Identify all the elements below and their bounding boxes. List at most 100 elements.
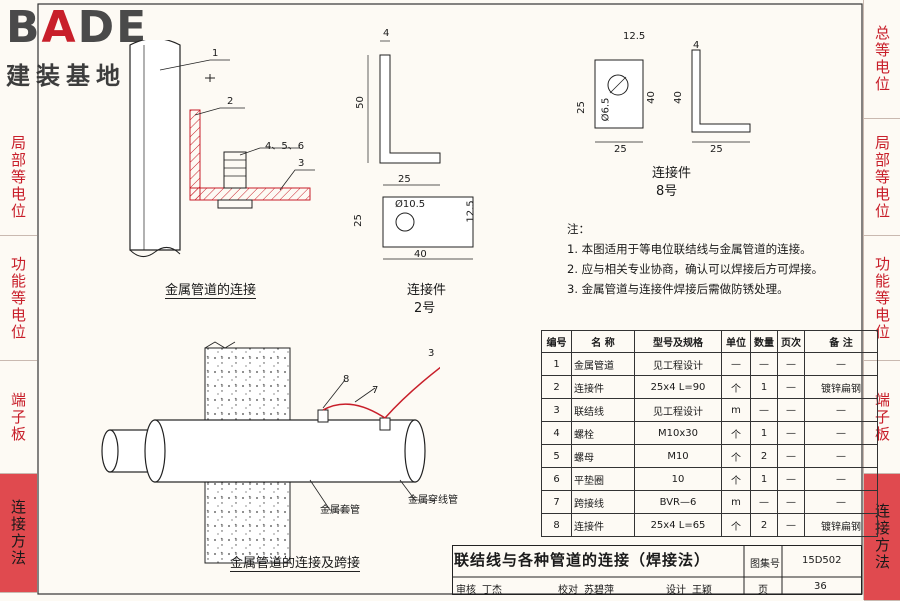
title-block: 联结线与各种管道的连接（焊接法） 图集号 15D502 审核 丁杰 校对 苏碧萍… xyxy=(452,545,862,599)
weld-symbol xyxy=(205,74,215,82)
callout-1: 1 xyxy=(212,48,219,59)
callout-3b: 3 xyxy=(428,348,435,359)
cell-no: 6 xyxy=(541,467,572,491)
left-tab-local[interactable]: 局部等电位 xyxy=(0,120,37,236)
table-header: 单位 xyxy=(721,330,751,353)
nut xyxy=(217,199,253,209)
cell-page: — xyxy=(777,375,805,399)
caption-part8: 连接件 xyxy=(652,166,692,181)
left-tab-connection[interactable]: 连接方法 xyxy=(0,474,37,593)
cell-spec: 见工程设计 xyxy=(634,398,722,422)
note-item: 1. 本图适用于等电位联结线与金属管道的连接。 xyxy=(567,242,812,256)
cell-unit: m xyxy=(721,398,751,422)
cell-no: 1 xyxy=(541,352,572,376)
cell-name: 跨接线 xyxy=(571,490,635,514)
review-label: 审核 xyxy=(456,585,476,596)
caption-part2: 连接件 xyxy=(407,283,447,298)
callout-456: 4、5、6 xyxy=(265,141,305,152)
atlas-no: 15D502 xyxy=(802,555,842,566)
cell-page: — xyxy=(777,352,805,376)
cell-page: — xyxy=(777,490,805,514)
nav-item-main[interactable]: 总等电位 xyxy=(864,0,900,119)
table-header: 页次 xyxy=(777,330,805,353)
left-tab-terminal[interactable]: 端子板 xyxy=(0,361,37,474)
cell-no: 2 xyxy=(541,375,572,399)
part8-dim-left: 25 xyxy=(575,101,587,114)
pipe-body xyxy=(129,40,181,251)
sleeve-end-left xyxy=(101,429,119,473)
part2-dim-height: 50 xyxy=(354,96,366,109)
table-header: 名 称 xyxy=(571,330,635,353)
leader-conduit xyxy=(399,479,435,501)
bonding-wire xyxy=(384,366,440,419)
cell-page: — xyxy=(777,467,805,491)
cell-qty: — xyxy=(750,352,778,376)
cell-name: 螺栓 xyxy=(571,421,635,445)
cell-qty: 1 xyxy=(750,375,778,399)
page-number: 36 xyxy=(814,581,827,592)
leader-sleeve xyxy=(309,479,350,511)
diagram-part-2 xyxy=(367,40,474,260)
cell-note: 镀锌扁钢 xyxy=(804,375,878,399)
cell-spec: 见工程设计 xyxy=(634,352,722,376)
cell-no: 5 xyxy=(541,444,572,468)
nav-item-label: 功能等电位 xyxy=(873,255,891,341)
cell-unit: 个 xyxy=(721,421,751,445)
callout-7: 7 xyxy=(372,385,379,396)
left-tab-label: 端子板 xyxy=(9,391,27,443)
cell-name: 连接件 xyxy=(571,513,635,537)
connector-8-a xyxy=(317,409,329,423)
metal-conduit xyxy=(154,419,416,483)
cell-unit: 个 xyxy=(721,513,751,537)
connector-arm xyxy=(189,187,311,201)
cell-unit: 个 xyxy=(721,444,751,468)
cell-qty: 1 xyxy=(750,421,778,445)
part8-dim-bottom2: 25 xyxy=(710,144,723,155)
logo-letter-a: A xyxy=(41,2,78,53)
diagram-pipe-connection xyxy=(129,40,315,257)
part2-dim-offset: 12.5 xyxy=(465,200,477,223)
leader-8 xyxy=(322,379,346,409)
cell-name: 金属管道 xyxy=(571,352,635,376)
nav-item-local[interactable]: 局部等电位 xyxy=(864,119,900,236)
cell-name: 连接件 xyxy=(571,375,635,399)
part8-dim-h1: 40 xyxy=(645,91,657,104)
note-item: 2. 应与相关专业协商，确认可以焊接后方可焊接。 xyxy=(567,262,824,276)
nav-item-terminal[interactable]: 端子板 xyxy=(864,361,900,474)
cell-no: 3 xyxy=(541,398,572,422)
leader-7 xyxy=(354,387,376,403)
design-label: 设计 xyxy=(666,585,686,596)
part2-number: 2号 xyxy=(414,301,436,316)
cell-qty: — xyxy=(750,398,778,422)
cell-page: — xyxy=(777,513,805,537)
diagram-pipe-bridging xyxy=(101,341,440,564)
cell-page: — xyxy=(777,421,805,445)
part2-dim-width-bottom: 40 xyxy=(414,249,427,260)
checker-name: 苏碧萍 xyxy=(584,585,614,596)
part2-hole xyxy=(395,212,415,232)
cell-qty: 2 xyxy=(750,444,778,468)
cell-spec: 25x4 L=90 xyxy=(634,375,722,399)
bade-logo: BADE 建装基地 xyxy=(6,2,176,90)
cell-spec: M10x30 xyxy=(634,421,722,445)
nav-item-label: 总等电位 xyxy=(873,25,891,93)
left-tab-functional[interactable]: 功能等电位 xyxy=(0,236,37,361)
left-tab-label: 连接方法 xyxy=(9,499,27,567)
nav-item-functional[interactable]: 功能等电位 xyxy=(864,236,900,361)
cell-note: — xyxy=(804,444,878,468)
part8-dim-bottom1: 25 xyxy=(614,144,627,155)
part8-number: 8号 xyxy=(656,184,678,199)
table-header: 编号 xyxy=(541,330,572,353)
conduit-end xyxy=(404,419,426,483)
check-label: 校对 xyxy=(558,585,578,596)
cell-qty: 1 xyxy=(750,467,778,491)
connector-8-b xyxy=(379,417,391,431)
bridge-wire xyxy=(322,403,386,419)
